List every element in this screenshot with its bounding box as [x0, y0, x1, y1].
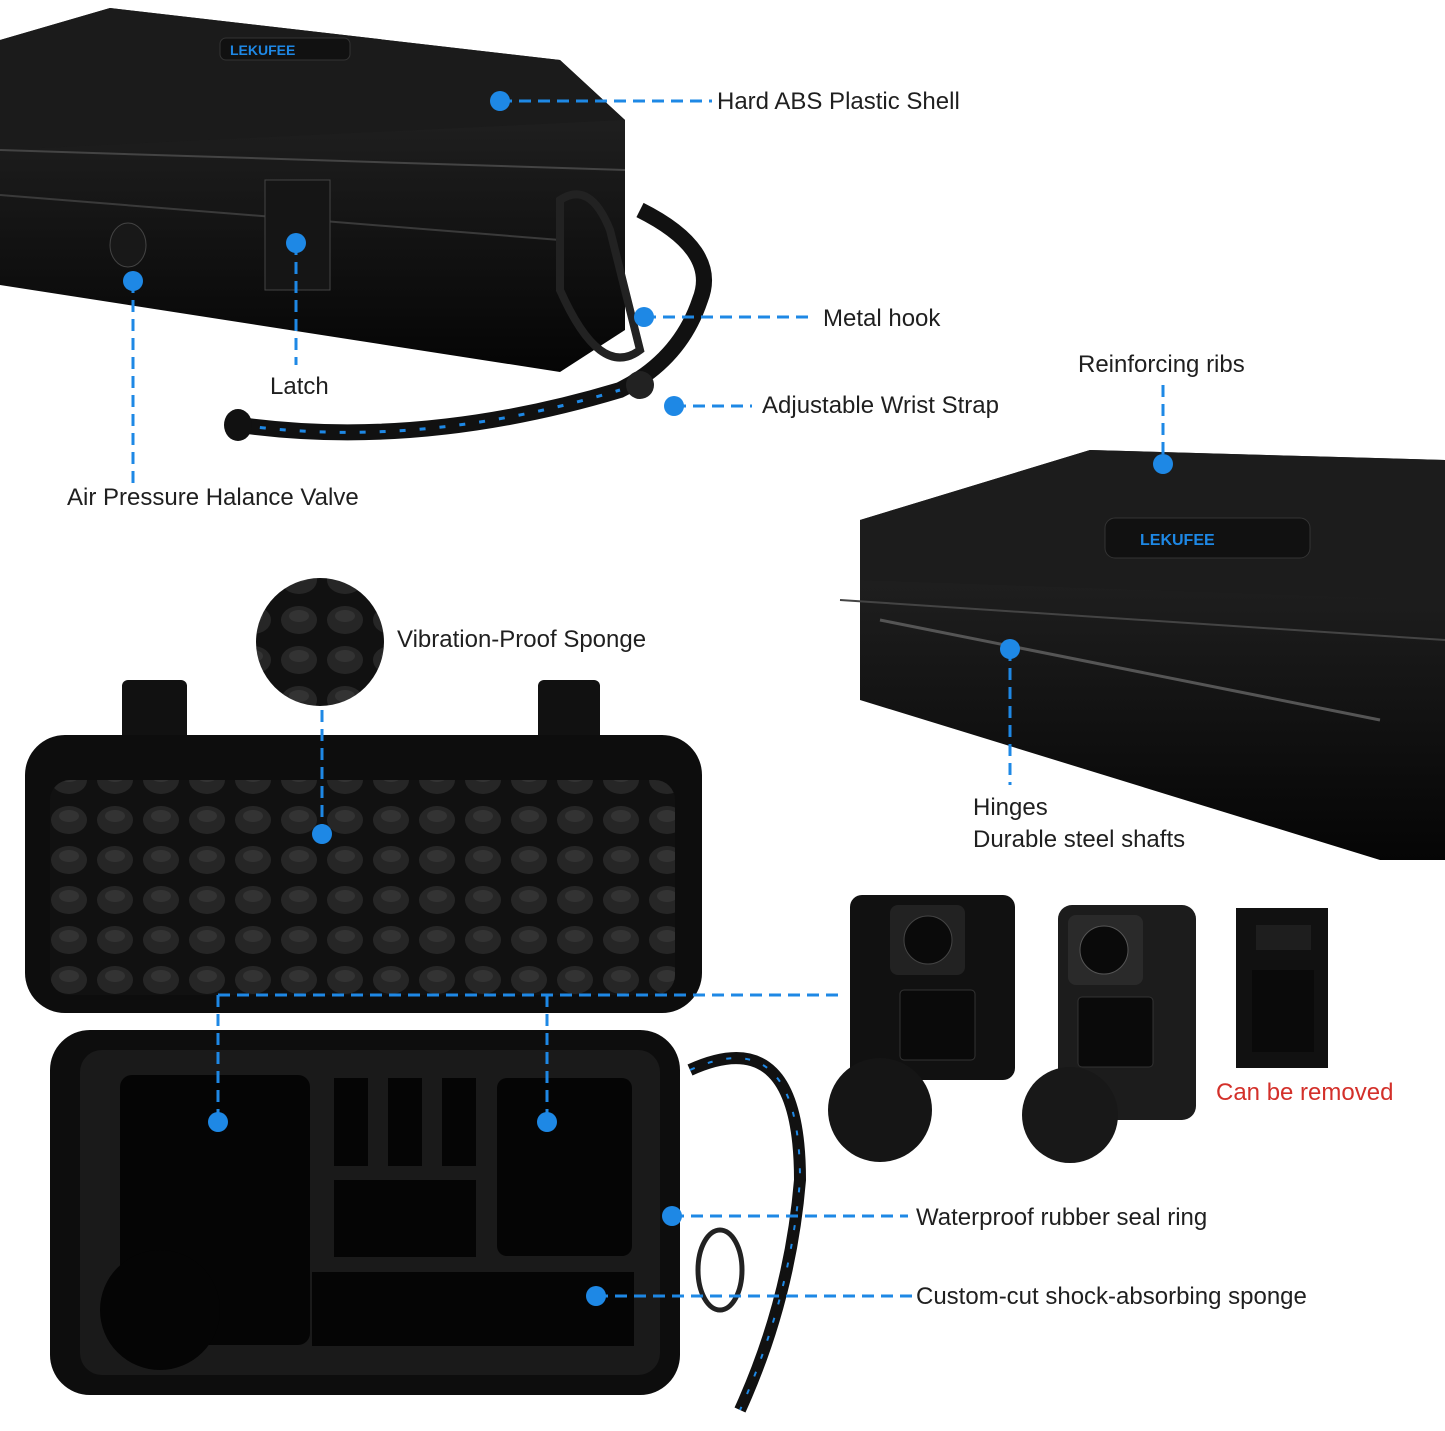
label-sponge-lid: Vibration-Proof Sponge: [397, 626, 647, 653]
label-hinges: Hinges: [973, 794, 1048, 821]
callout-leader-lines: [131, 99, 1165, 1298]
brand-logo: LEKUFEE: [230, 42, 295, 58]
camera-with-foam: [828, 895, 1015, 1162]
label-hinges-sub: Durable steel shafts: [973, 826, 1186, 853]
label-valve: Air Pressure Halance Valve: [67, 484, 359, 511]
label-custom-sponge: Custom-cut shock-absorbing sponge: [916, 1283, 1307, 1310]
callout-dots: [123, 91, 1173, 1306]
closed-case-right: LEKUFEE: [839, 450, 1445, 860]
open-case: [25, 680, 807, 1413]
closed-case-top: LEKUFEE: [0, 8, 712, 441]
label-hook: Metal hook: [823, 305, 941, 332]
label-ribs: Reinforcing ribs: [1078, 351, 1245, 378]
removable-foam-insert: [1236, 908, 1328, 1068]
label-shell: Hard ABS Plastic Shell: [717, 88, 960, 115]
brand-logo-right: LEKUFEE: [1140, 532, 1215, 549]
label-strap: Adjustable Wrist Strap: [762, 392, 999, 419]
camera-bare: [1022, 905, 1196, 1163]
label-seal: Waterproof rubber seal ring: [916, 1204, 1208, 1231]
label-removable: Can be removed: [1216, 1079, 1394, 1106]
label-latch: Latch: [270, 373, 329, 400]
sponge-closeup: [256, 578, 384, 706]
lid-foam: [50, 780, 675, 995]
